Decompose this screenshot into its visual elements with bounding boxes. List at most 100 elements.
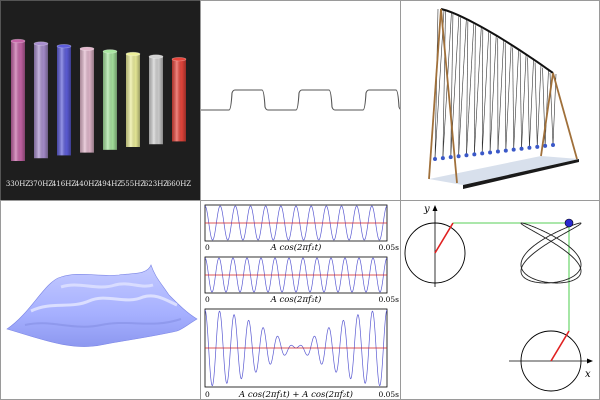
pendulum-string [442,11,446,159]
frequency-label-4: 494HZ [98,180,122,188]
pendulum-bob [480,151,485,156]
frame-leg [440,8,458,184]
tube-shade-1 [34,43,48,159]
membrane-surface [6,264,198,347]
time-start-label-0: 0 [205,243,210,252]
membrane-ripple [60,282,154,289]
square-wave-panel [200,0,401,201]
pendulum-top-beam [440,8,554,74]
frame-leg [540,72,554,157]
tube-cap-1 [33,41,49,46]
tube-shade-4 [103,51,117,150]
frequency-label-5: 555HZ [121,180,145,188]
pendulum-string [552,73,557,146]
pendulum-string [534,62,538,147]
tube-shade-2 [57,46,71,156]
pendulum-string [450,14,454,158]
pendulum-bob [543,143,548,148]
frequency-label-6: 623HZ [144,180,168,188]
x-axis-arrow-icon [587,358,593,364]
tube-shade-7 [172,59,186,142]
pendulum-string [489,34,497,153]
time-start-label-1: 0 [205,295,210,304]
pendulum-bob [519,146,524,151]
tube-cap-7 [171,57,187,62]
pendulum-string [466,22,475,156]
membrane-panel [0,200,201,400]
tube-cap-5 [125,51,141,57]
pendulum-string [481,30,490,154]
pendulum-bob [440,156,445,161]
pendulum-string [481,29,484,154]
pendulum-bob [488,150,493,155]
pendulum-string [474,26,482,155]
time-end-label-1: 0.05s [378,295,399,304]
formula-label-2: A cos(2πf₁t) + A cos(2πf₂t) [238,389,353,400]
tube-shade-6 [149,56,163,145]
membrane-svg [6,264,198,347]
pendulum-bob [503,148,508,153]
frequency-label-3: 440HZ [75,180,99,188]
y-axis-arrow-icon [432,205,438,211]
tube-shade-0 [11,41,25,161]
waveform-line-1 [204,257,388,293]
square-wave-line [201,89,400,111]
membrane-ripple [24,318,182,328]
pendulum-string [474,25,476,155]
waveform-line-0 [204,205,388,241]
tracer-dot [564,218,574,228]
pendulum-string [458,17,461,157]
pendulum-string [527,57,530,148]
pendulum-bob [472,152,477,157]
time-start-label-2: 0 [205,390,210,399]
formula-label-0: A cos(2πf₁t) [270,242,322,253]
pendulum-bob [448,155,453,160]
square-wave-svg [201,89,400,111]
pendulum-string [504,42,507,151]
tube-cap-4 [102,49,118,54]
pendulum-bob [535,144,540,149]
lissajous-svg: y x [404,204,593,392]
pendulum-string [544,68,549,146]
pendulum-base-plate [429,156,579,185]
pendulum-string [521,53,527,149]
tube-shade-5 [126,54,140,147]
lissajous-curve [520,222,582,284]
pendulum-bob [551,143,555,147]
pendulum-string [529,58,534,148]
projection-lines [453,222,570,331]
membrane-ripple [30,294,178,313]
frequency-label-1: 370HZ [29,180,53,188]
formula-label-1: A cos(2πf₂t) [270,294,322,305]
tube-cap-2 [56,44,72,49]
pendulum-bob [527,145,532,150]
frame-leg [552,72,578,160]
pendulum-string [505,43,512,151]
pendulum-string [497,39,505,152]
frequency-label-2: 416HZ [52,180,76,188]
tube-cap-0 [10,38,26,44]
reference-circle-x [520,330,582,392]
pendulum-string [458,18,467,157]
pendulum-bob [464,153,469,158]
x-axis-label: x [585,369,591,380]
time-end-label-2: 0.05s [378,390,399,399]
tube-shade-3 [80,48,94,153]
pendulum-bob [456,154,461,159]
pendulum-bob [511,147,516,152]
pendulum-string [519,52,522,149]
pendulum-bob [433,157,437,161]
pendulum-string [536,63,542,147]
radius-line-y [434,222,454,254]
pendulum-string [466,21,469,156]
pendulum-string [513,48,519,150]
frame-leg [428,8,442,180]
pendulum-base-edge [463,159,579,189]
tube-cap-3 [79,46,95,51]
pendulum-string [512,47,514,150]
y-axis-label: y [423,204,430,215]
